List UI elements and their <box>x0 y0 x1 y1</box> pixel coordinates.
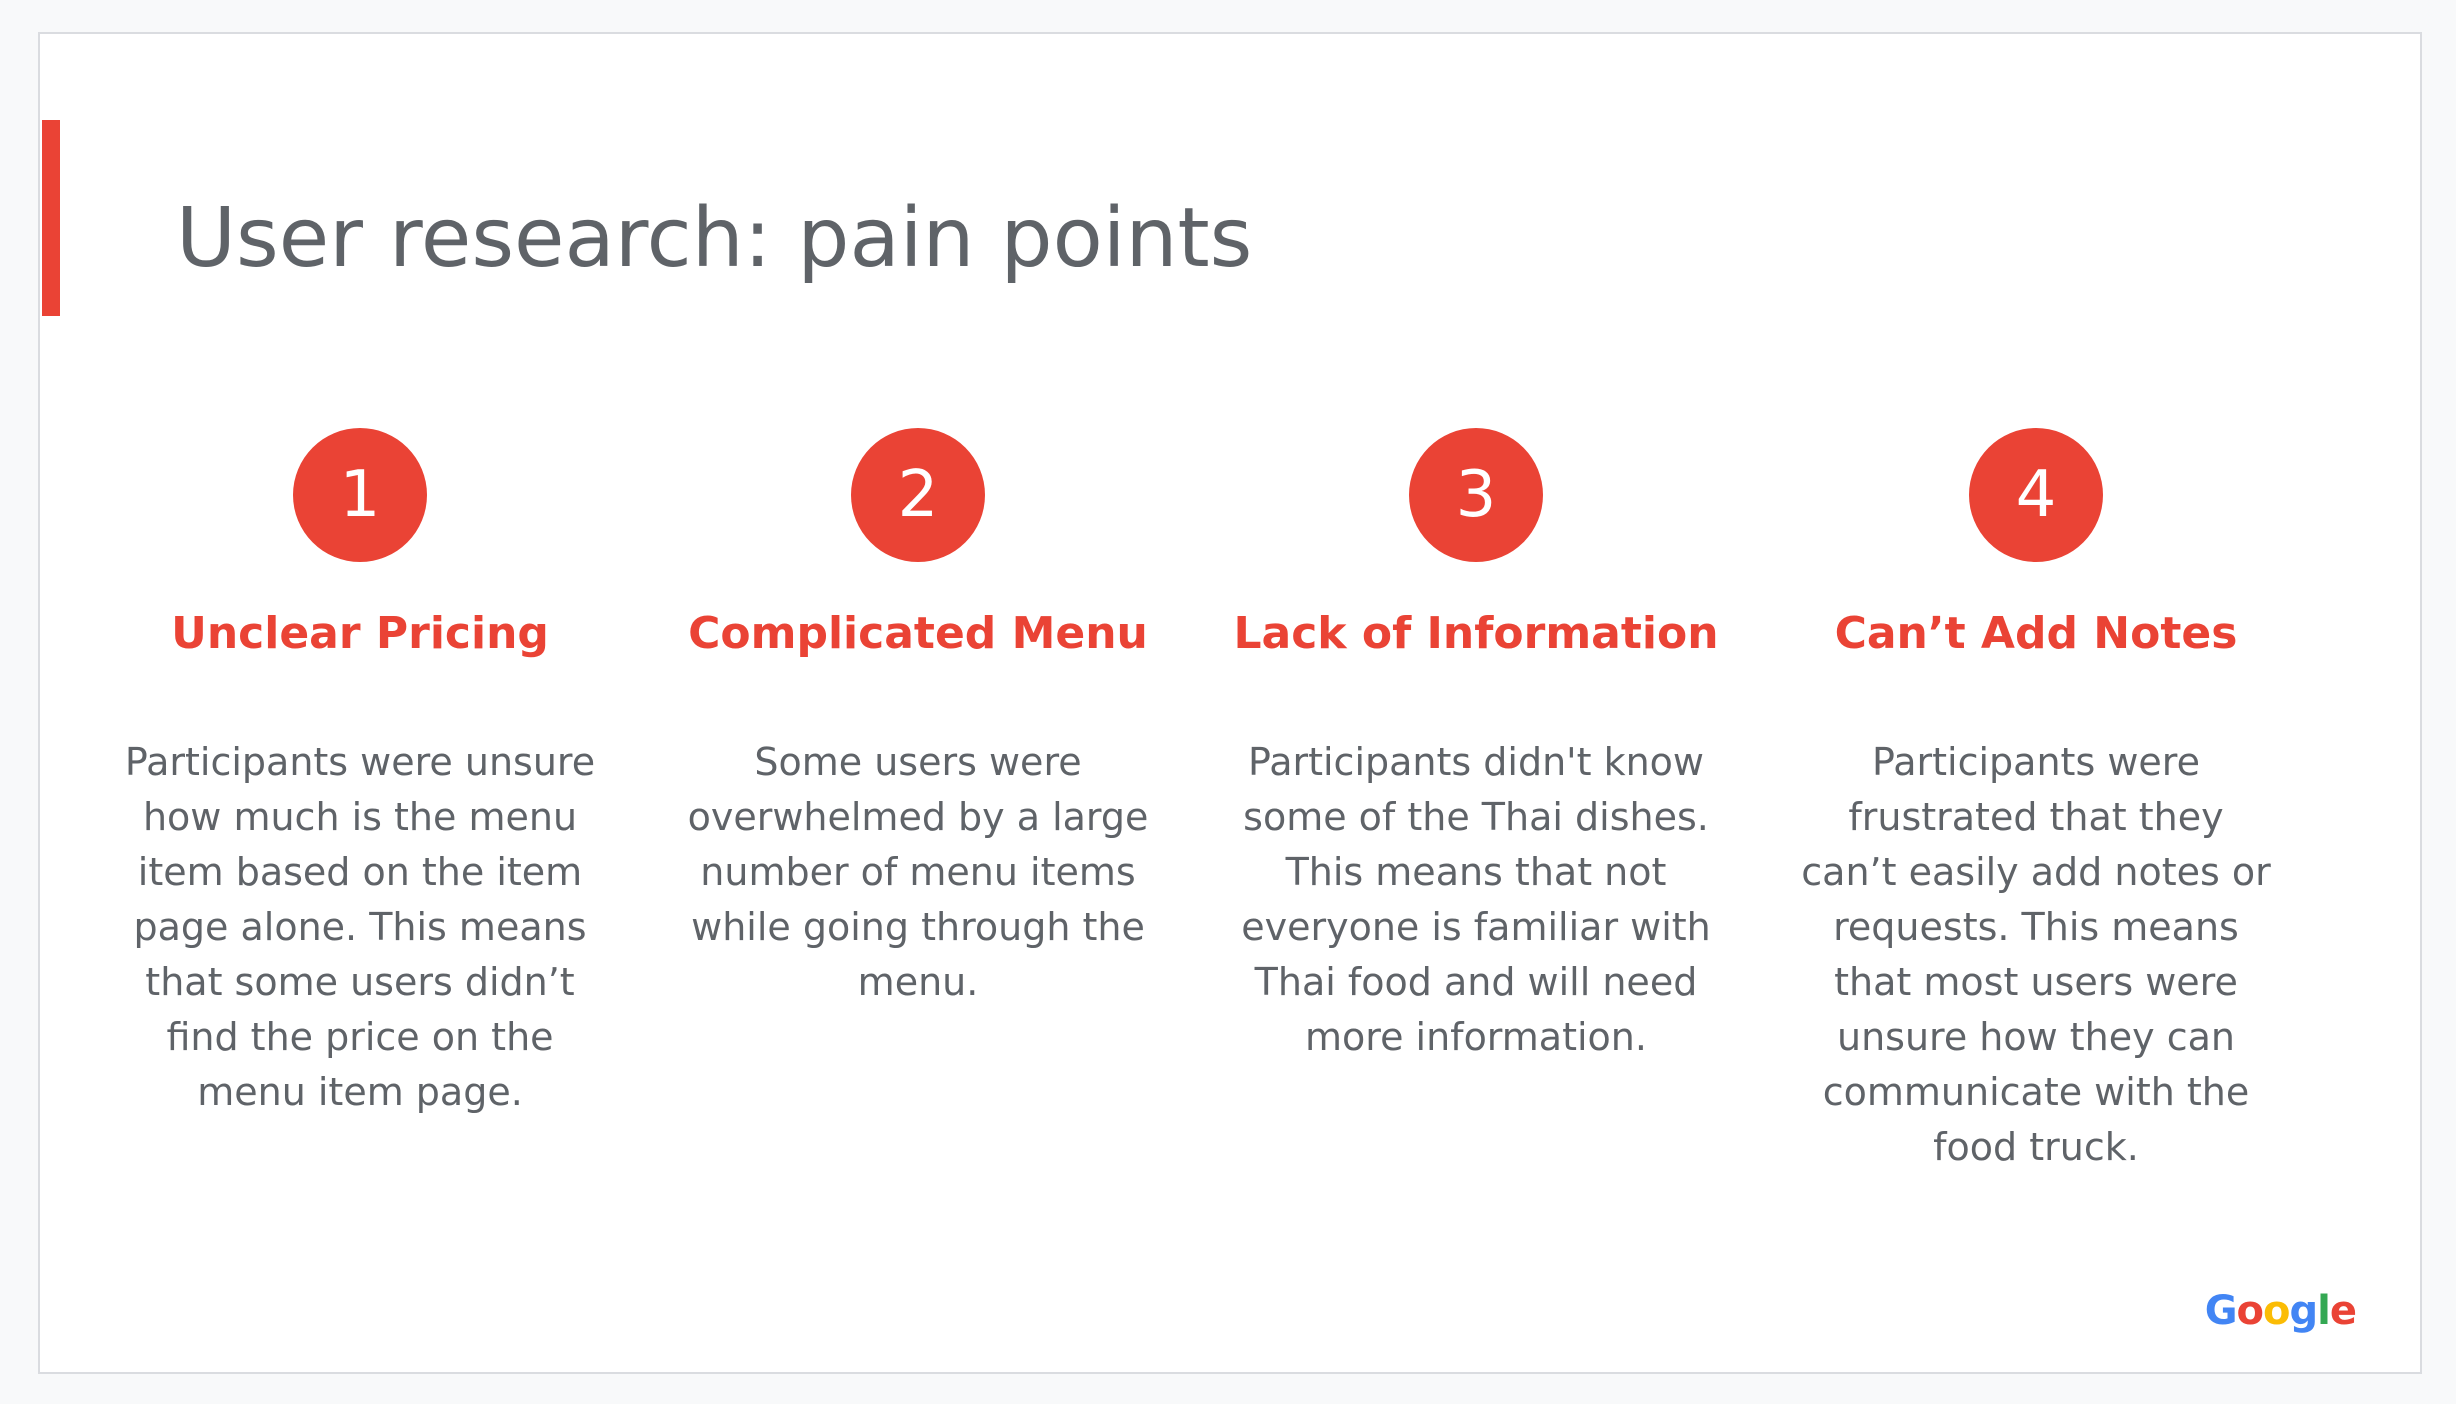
pain-point-description: Participants were frustrated that they c… <box>1801 739 2271 1169</box>
pain-point-4: 4 Can’t Add Notes Participants were frus… <box>1776 392 2296 1175</box>
logo-letter: G <box>2204 1288 2238 1334</box>
logo-letter: o <box>2236 1288 2265 1334</box>
number-badge: 2 <box>851 428 985 562</box>
number-badge: 4 <box>1969 428 2103 562</box>
pain-point-heading: Unclear Pricing <box>171 608 549 659</box>
logo-letter: o <box>2263 1288 2291 1334</box>
logo-letter: l <box>2317 1288 2331 1334</box>
logo-letter: e <box>2329 1288 2357 1334</box>
slide-title: User research: pain points <box>176 191 1253 286</box>
pain-point-description: Some users were overwhelmed by a large n… <box>687 739 1149 1004</box>
title-accent-bar <box>42 120 60 316</box>
pain-point-heading: Complicated Menu <box>688 608 1148 659</box>
pain-point-1: 1 Unclear Pricing Participants were unsu… <box>100 392 620 1120</box>
number-badge: 1 <box>293 428 427 562</box>
pain-point-heading: Can’t Add Notes <box>1834 608 2238 659</box>
pain-point-heading: Lack of Information <box>1233 608 1719 659</box>
google-logo: Google <box>2204 1288 2357 1334</box>
pain-point-description: Participants didn't know some of the Tha… <box>1241 739 1711 1059</box>
number-badge: 3 <box>1409 428 1543 562</box>
pain-point-description: Participants were unsure how much is the… <box>124 739 596 1114</box>
logo-letter: g <box>2289 1288 2319 1334</box>
pain-point-2: 2 Complicated Menu Some users were overw… <box>658 392 1178 1010</box>
slide: User research: pain points 1 Unclear Pri… <box>38 32 2422 1374</box>
pain-point-3: 3 Lack of Information Participants didn'… <box>1216 392 1736 1065</box>
pain-points: 1 Unclear Pricing Participants were unsu… <box>40 392 2420 1192</box>
